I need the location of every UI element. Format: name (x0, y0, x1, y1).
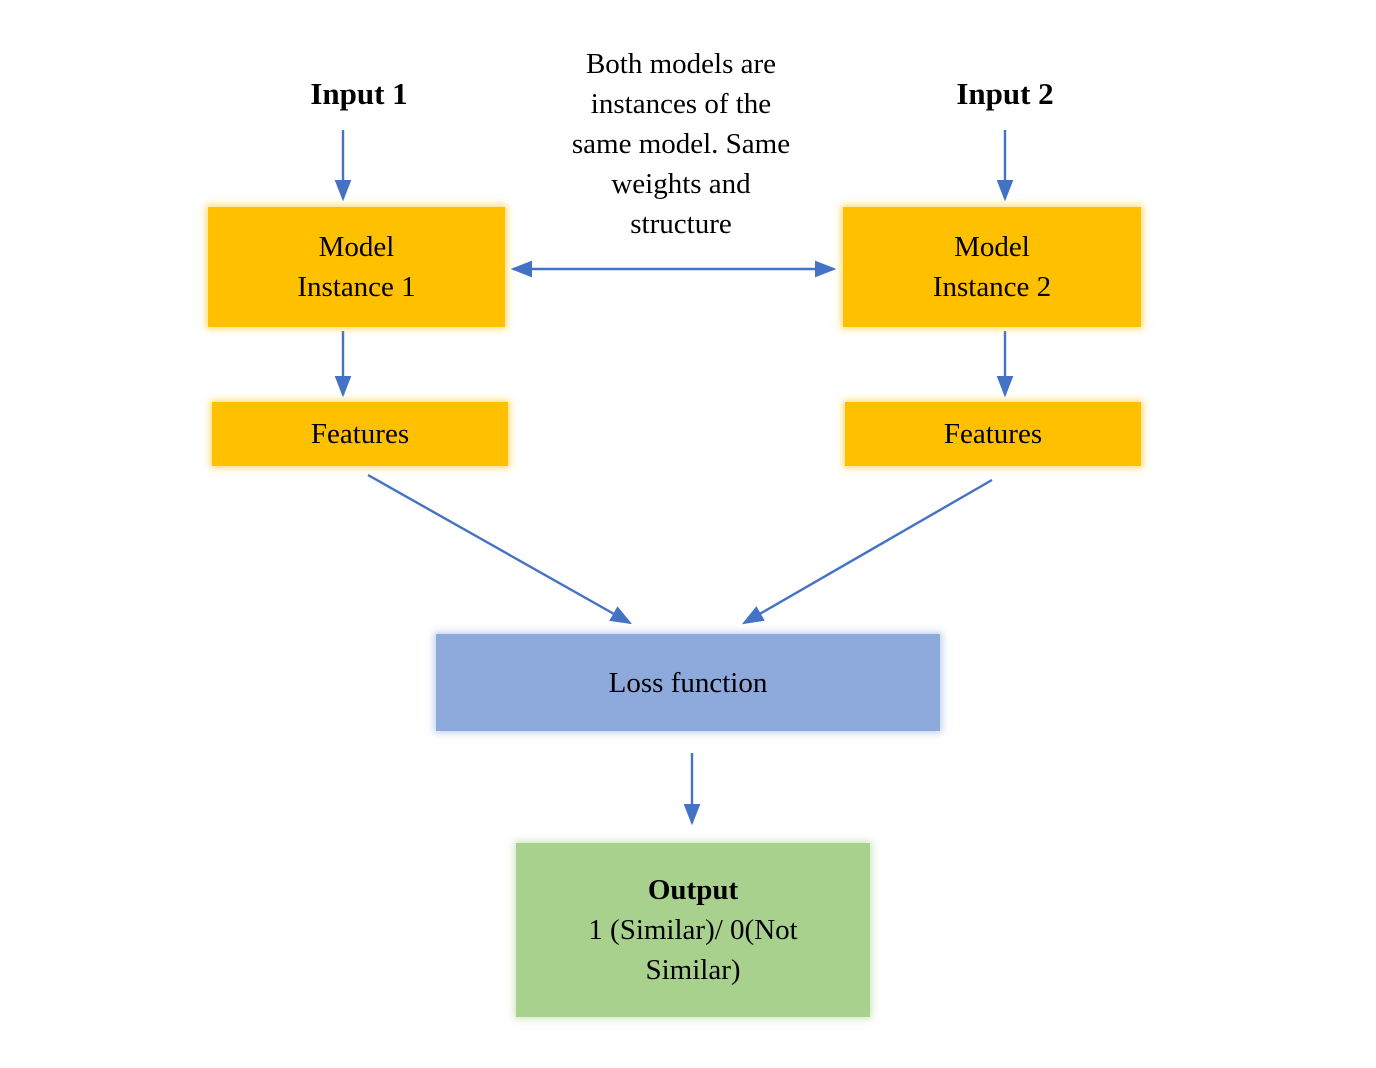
input1-label: Input 1 (310, 76, 408, 111)
loss-function-label: Loss function (608, 666, 768, 699)
annotation-line: weights and (611, 168, 751, 200)
model-instance-2-node: Model Instance 2 (843, 207, 1141, 327)
input2-label: Input 2 (956, 76, 1054, 111)
annotation-line: same model. Same (571, 128, 791, 160)
model-instance-2-line: Instance 2 (932, 271, 1052, 303)
annotation-line: structure (630, 208, 732, 240)
arrow-features1-to-loss (367, 473, 633, 625)
model-instance-2-line: Model (954, 231, 1030, 263)
features-1-label: Features (310, 418, 410, 450)
output-value-line: Similar) (645, 954, 741, 986)
model-instance-1-node: Model Instance 1 (208, 207, 505, 327)
output-value-line: 1 (Similar)/ 0(Not (588, 914, 798, 946)
features-1-node: Features (212, 402, 508, 466)
shared-weights-annotation: Both models are instances of the same mo… (496, 44, 866, 244)
features-2-node: Features (845, 402, 1141, 466)
features-2-label: Features (943, 418, 1043, 450)
annotation-line: Both models are (585, 48, 777, 80)
annotation-line: instances of the (590, 88, 772, 120)
model-instance-1-line: Model (318, 231, 395, 263)
output-title: Output (647, 874, 739, 906)
arrow-features2-to-loss (741, 478, 993, 625)
loss-function-node: Loss function (436, 634, 940, 731)
output-node: Output 1 (Similar)/ 0(Not Similar) (516, 843, 870, 1017)
model-instance-1-line: Instance 1 (297, 271, 416, 303)
